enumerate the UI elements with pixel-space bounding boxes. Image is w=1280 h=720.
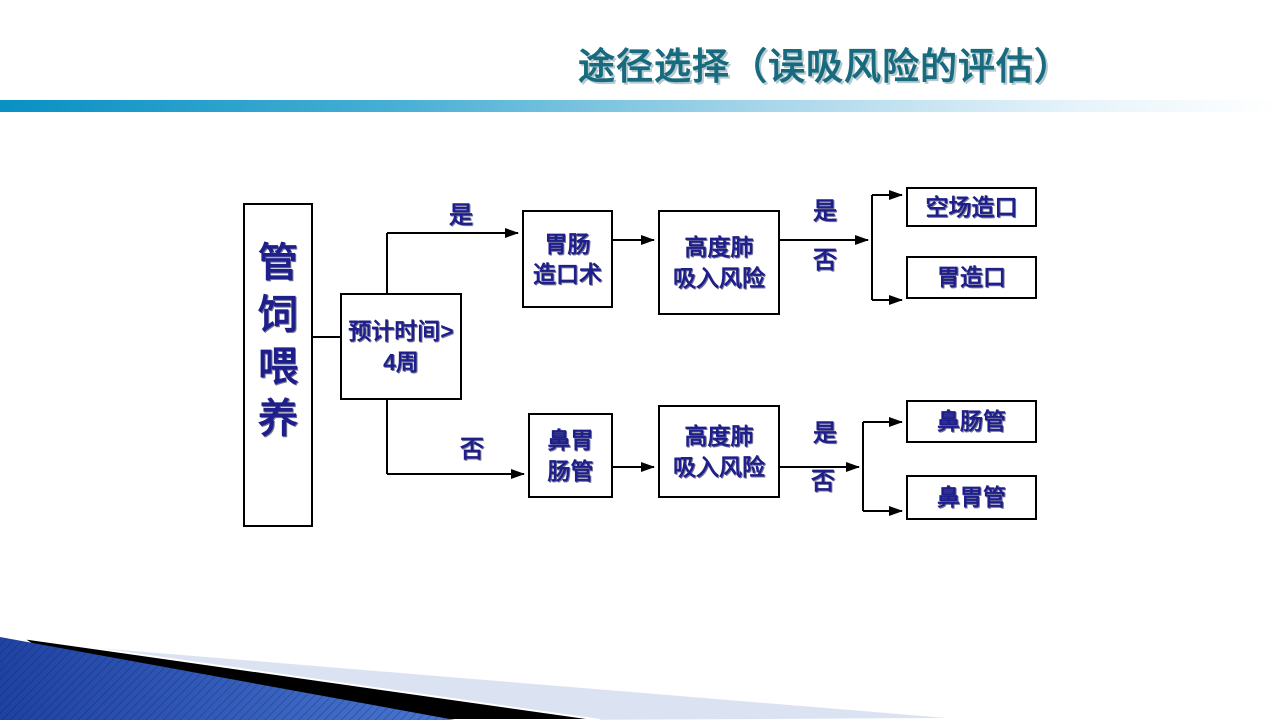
root-box-tube-feeding: 管 饲 喂 养 xyxy=(243,203,313,527)
label-yes-left-branch: 是 xyxy=(449,202,473,229)
root-char-1: 管 xyxy=(258,241,298,285)
nasogastric-label: 鼻胃管 xyxy=(937,484,1006,511)
blue-wedge xyxy=(0,637,455,720)
gi-line1: 胃肠 xyxy=(544,230,591,257)
root-char-3: 喂 xyxy=(258,345,298,389)
box-gi-ostomy: 胃肠 造口术 xyxy=(522,210,613,308)
jejunostomy-label: 空场造口 xyxy=(925,193,1018,220)
label-yes-top-right: 是 xyxy=(813,198,837,225)
decision-line2: 4周 xyxy=(383,348,419,375)
box-nasogastric-outcome: 鼻胃管 xyxy=(906,475,1037,520)
blue-wedge-pinstripes xyxy=(0,637,455,720)
slide-title: 途径选择（误吸风险的评估） xyxy=(578,46,1072,87)
box-gastrostomy-outcome: 胃造口 xyxy=(906,256,1037,299)
box-nasogastric-intestinal-tube: 鼻胃 肠管 xyxy=(528,413,613,498)
root-char-2: 饲 xyxy=(258,293,298,337)
ngt-line1: 鼻胃 xyxy=(547,427,594,454)
gastrostomy-label: 胃造口 xyxy=(937,264,1006,291)
box-aspiration-risk-top: 高度肺 吸入风险 xyxy=(658,210,780,315)
label-no-bottom-right: 否 xyxy=(811,468,835,495)
aspiration-bottom-line1: 高度肺 xyxy=(684,423,754,450)
label-no-top-right: 否 xyxy=(813,247,837,274)
gi-line2: 造口术 xyxy=(533,261,602,287)
black-wedge xyxy=(21,637,601,720)
lavender-wedge xyxy=(0,640,947,720)
header-divider-band xyxy=(0,100,1280,112)
root-char-4: 养 xyxy=(258,397,298,441)
aspiration-top-line1: 高度肺 xyxy=(684,234,754,261)
label-no-left-branch: 否 xyxy=(460,436,484,463)
nasointestinal-label: 鼻肠管 xyxy=(937,408,1006,435)
decision-box-expected-time: 预计时间> 4周 xyxy=(340,293,462,400)
aspiration-bottom-line2: 吸入风险 xyxy=(673,453,765,480)
bottom-decoration xyxy=(0,637,947,720)
label-yes-bottom-right: 是 xyxy=(813,420,837,447)
aspiration-top-line2: 吸入风险 xyxy=(673,264,765,291)
box-nasointestinal-outcome: 鼻肠管 xyxy=(906,400,1037,443)
box-aspiration-risk-bottom: 高度肺 吸入风险 xyxy=(658,405,780,498)
ngt-line2: 肠管 xyxy=(547,457,594,484)
decision-line1: 预计时间> xyxy=(348,318,454,345)
box-jejunostomy-outcome: 空场造口 xyxy=(906,187,1037,227)
